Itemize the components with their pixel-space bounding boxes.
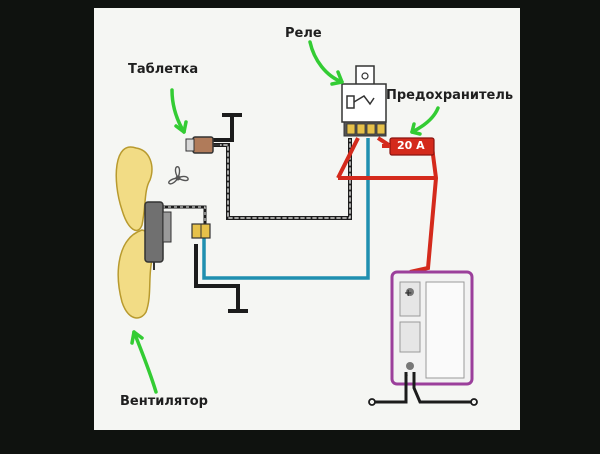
fuse-rating-label: 20 A <box>397 139 425 152</box>
ground-icon <box>194 244 248 313</box>
thermo-switch-icon <box>185 136 220 154</box>
svg-text:+: + <box>404 288 412 299</box>
arrow-icon <box>130 330 158 394</box>
fuse-label: Предохранитель <box>386 88 514 103</box>
blue-wire-relay-to-fan <box>202 138 370 280</box>
ground-wire-thermo-to-relay <box>210 138 352 220</box>
fan-connector <box>191 223 211 239</box>
arrow-icon <box>410 106 440 136</box>
fan-motor <box>144 201 164 263</box>
fan-icon <box>168 166 189 185</box>
fuse-icon <box>382 137 435 156</box>
relay-label: Реле <box>285 26 322 41</box>
thermo-switch-label: Таблетка <box>128 62 199 77</box>
ground-wire-fan-motor <box>162 205 207 230</box>
arrow-icon <box>170 88 188 134</box>
red-wire-fuse-to-battery <box>409 146 439 274</box>
battery-icon: + - <box>390 270 474 386</box>
arrow-icon <box>308 40 344 86</box>
ground-icon <box>212 113 242 142</box>
fan-assembly <box>115 146 172 319</box>
red-wire-relay-to-ground-node <box>336 137 360 179</box>
fan-label: Вентилятор <box>120 394 208 409</box>
fan-blade-top <box>115 146 153 232</box>
relay-icon <box>341 65 387 137</box>
battery-ground-leads <box>372 372 474 404</box>
